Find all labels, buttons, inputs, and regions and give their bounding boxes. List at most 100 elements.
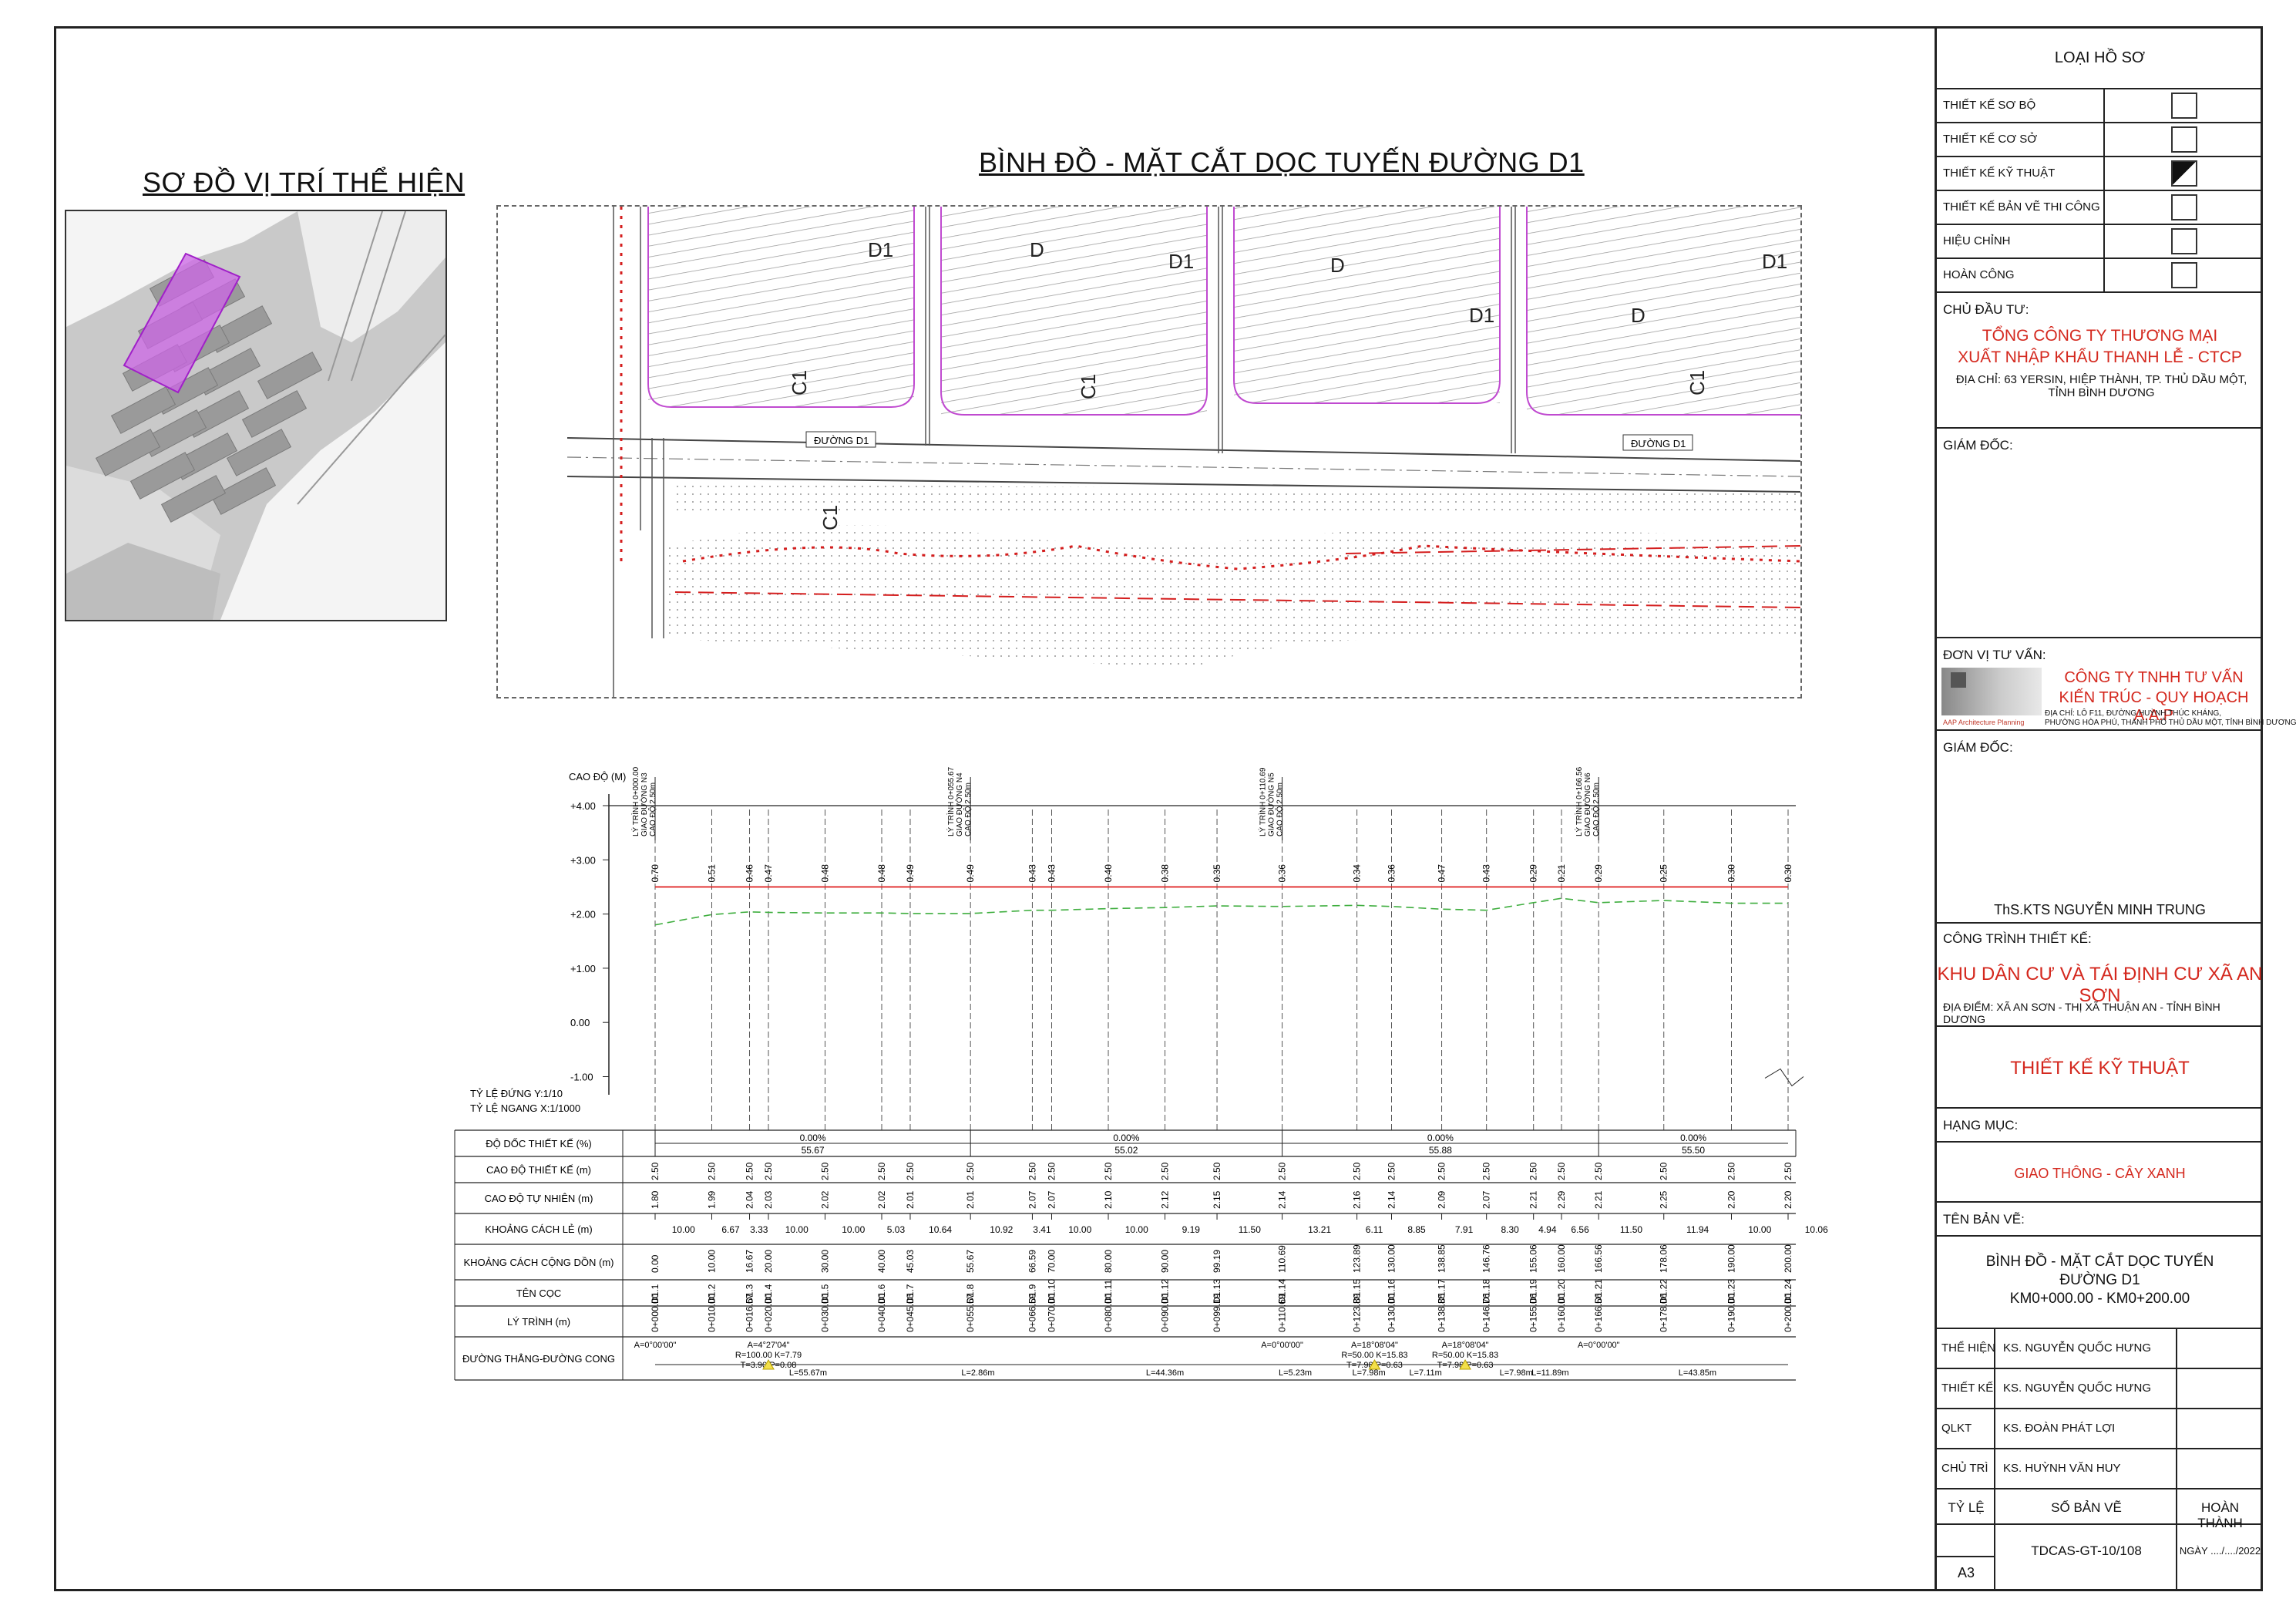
chainage-value: 0+099.19: [1212, 1293, 1222, 1332]
chainage-value: 0+160.00: [1556, 1293, 1567, 1332]
chainage-value: 0+016.67: [745, 1293, 755, 1332]
design-elev-value: 2.50: [1212, 1162, 1222, 1180]
cumulative-distance-value: 55.67: [965, 1250, 976, 1273]
cumulative-distance-value: 20.00: [763, 1250, 774, 1273]
chainage-value: 0+040.00: [876, 1293, 887, 1332]
table-row-label: KHOẢNG CÁCH CỘNG DỒN (m): [464, 1257, 614, 1268]
stake-name: D1.1: [650, 1284, 661, 1304]
staff-cell: [1995, 1329, 2177, 1368]
chart-ylabel: CAO ĐỘ (M): [569, 771, 626, 783]
fill-height-label: 0.35: [1212, 864, 1222, 883]
investor-label: CHỦ ĐẦU TƯ:: [1943, 302, 2029, 317]
axis-break-symbol: [1764, 1068, 1804, 1087]
slope-length: 55.50: [1682, 1145, 1705, 1156]
plan-block-label: D1: [1168, 250, 1194, 273]
doc-type-cell: [1937, 157, 2105, 190]
plan-block-label: C1: [1686, 370, 1709, 395]
project-label: CÔNG TRÌNH THIẾT KẾ:: [1943, 931, 2092, 946]
segment-length: L=55.67m: [789, 1368, 827, 1378]
stake-name: D1.8: [965, 1284, 976, 1304]
table-row-label: CAO ĐỘ TỰ NHIÊN (m): [485, 1193, 593, 1204]
fill-height-label: 0.48: [820, 864, 831, 883]
design-elev-value: 2.50: [1481, 1162, 1492, 1180]
slope-percent: 0.00%: [800, 1133, 826, 1143]
consultant-label: ĐƠN VỊ TƯ VẤN:: [1943, 648, 2046, 662]
y-tick-label: 0.00: [570, 1017, 590, 1028]
fill-height-label: 0.51: [707, 864, 718, 883]
consultant-logo-text: AAP Architecture Planning: [1943, 719, 2025, 726]
design-elev-value: 2.50: [1387, 1162, 1397, 1180]
drawing-name-1: BÌNH ĐỒ - MẶT CẮT DỌC TUYẾN: [1985, 1254, 2214, 1270]
plan-block-label: D: [1030, 238, 1044, 261]
consultant-logo: AAP Architecture Planning: [1941, 668, 2042, 726]
staff-cell: [1937, 1409, 1995, 1448]
drawing-name-label: TÊN BẢN VẼ:: [1943, 1212, 2025, 1227]
doc-type-row: HOÀN CÔNG: [1937, 259, 2263, 293]
chainage-value: 0+146.76: [1481, 1293, 1492, 1332]
drawing-name-2: ĐƯỜNG D1: [2059, 1272, 2140, 1288]
y-tick-label: +3.00: [570, 854, 596, 866]
main-title: BÌNH ĐỒ - MẶT CẮT DỌC TUYẾN ĐƯỜNG D1: [979, 146, 1585, 178]
fill-height-label: 0.30: [1726, 864, 1737, 883]
cumulative-distance-value: 160.00: [1556, 1244, 1567, 1273]
natural-elev-value: 2.14: [1387, 1190, 1397, 1209]
plan-view: D1 D D1 D D1 D D1 C1 C1 C1 C1 ĐƯỜNG D1 Đ…: [496, 205, 1802, 698]
fill-height-label: 0.70: [650, 864, 661, 883]
fill-height-label: 0.38: [1160, 864, 1171, 883]
stake-name: D1.2: [707, 1284, 718, 1304]
table-row-label: KHOẢNG CÁCH LẺ (m): [485, 1224, 592, 1235]
chainage-value: 0+155.06: [1528, 1293, 1539, 1332]
footer-value-row: A3 TDCAS-GT-10/108 NGÀY ..../..../2022: [1937, 1525, 2263, 1589]
staff-cell: [1937, 1449, 1995, 1488]
slope-length: 55.02: [1114, 1145, 1138, 1156]
curve-parameter: A=0°00'00": [1261, 1341, 1303, 1350]
doc-type-checkbox[interactable]: [2171, 228, 2197, 254]
doc-type-checkbox[interactable]: [2171, 93, 2197, 119]
director-row-2: GIÁM ĐỐC: ThS.KTS NGUYỄN MINH TRUNG: [1937, 731, 2263, 924]
doc-type-label: HIỆU CHỈNH: [1943, 234, 2011, 247]
consultant-name-2: KIẾN TRÚC - QUY HOẠCH A.A.P: [2059, 689, 2249, 724]
segment-distance: 10.06: [1805, 1224, 1828, 1235]
scale-horizontal: TỶ LỆ NGANG X:1/1000: [470, 1102, 580, 1114]
chainage-value: 0+123.89: [1352, 1293, 1363, 1332]
chainage-value: 0+030.00: [820, 1293, 831, 1332]
doc-type-checkbox[interactable]: [2171, 160, 2197, 187]
doc-type-row: THIẾT KẾ KỸ THUẬT: [1937, 157, 2263, 191]
stake-name: D1.9: [1027, 1284, 1037, 1304]
sheet-no: TDCAS-GT-10/108: [2031, 1543, 2142, 1558]
plan-block-label: D1: [1469, 304, 1494, 327]
drawing-name-label-row: TÊN BẢN VẼ:: [1937, 1203, 2263, 1237]
fill-height-label: 0.47: [1437, 864, 1447, 883]
doc-type-checkbox[interactable]: [2171, 262, 2197, 288]
table-row-label: CAO ĐỘ THIẾT KẾ (m): [486, 1164, 591, 1176]
design-elev-value: 2.50: [763, 1162, 774, 1180]
chainage-value: 0+190.00: [1726, 1293, 1737, 1332]
fill-height-label: 0.47: [763, 864, 774, 883]
cumulative-distance-value: 16.67: [745, 1250, 755, 1273]
fill-height-label: 0.46: [745, 864, 755, 883]
cumulative-distance-value: 66.59: [1027, 1250, 1037, 1273]
design-elev-value: 2.50: [1726, 1162, 1737, 1180]
completion-date: NGÀY ..../..../2022: [2179, 1545, 2261, 1557]
design-elev-value: 2.50: [1103, 1162, 1114, 1180]
segment-distance: 8.30: [1501, 1224, 1520, 1235]
natural-elev-value: 2.02: [876, 1190, 887, 1209]
cumulative-distance-value: 146.76: [1481, 1244, 1492, 1273]
natural-elev-value: 1.99: [707, 1190, 718, 1209]
plan-block-label: D1: [868, 238, 893, 261]
stake-name: D1.12: [1160, 1279, 1171, 1304]
design-elev-value: 2.50: [1027, 1162, 1037, 1180]
segment-distance: 3.41: [1033, 1224, 1051, 1235]
category: GIAO THÔNG - CÂY XANH: [2014, 1166, 2186, 1181]
doc-type-checkbox[interactable]: [2171, 126, 2197, 153]
chainage-value: 0+090.00: [1160, 1293, 1171, 1332]
investor-row: CHỦ ĐẦU TƯ: TỔNG CÔNG TY THƯƠNG MẠI XUẤT…: [1937, 293, 2263, 429]
cumulative-distance-value: 123.89: [1352, 1244, 1363, 1273]
stake-name: D1.21: [1593, 1279, 1604, 1304]
doc-type-checkbox[interactable]: [2171, 194, 2197, 220]
stake-name: D1.13: [1212, 1279, 1222, 1304]
stake-name: D1.22: [1659, 1279, 1669, 1304]
